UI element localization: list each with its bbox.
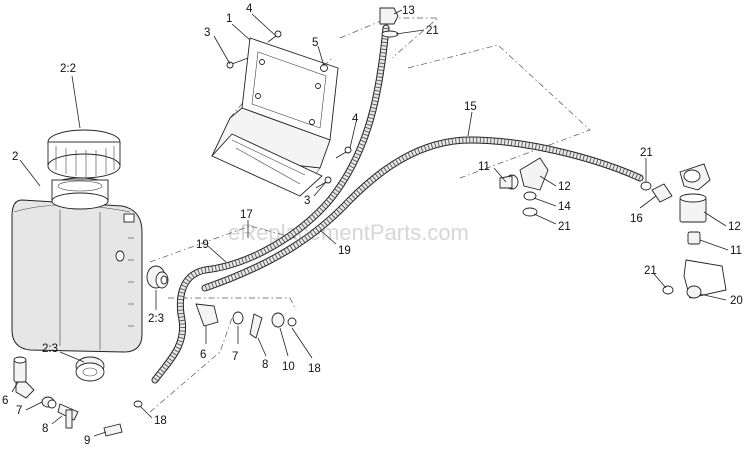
center-fittings <box>195 303 297 339</box>
bracket-screws <box>226 30 352 189</box>
callout-7-left: 7 <box>16 405 22 417</box>
hose-19-a <box>151 24 390 384</box>
callout-13: 13 <box>402 5 415 17</box>
callout-11-middle: 11 <box>478 161 490 173</box>
callout-6-left: 6 <box>2 395 8 407</box>
callout-9: 9 <box>84 435 90 447</box>
callout-3-top: 3 <box>204 27 210 39</box>
watermark-text: eReplacementParts.com <box>228 220 469 245</box>
callout-5: 5 <box>312 37 318 49</box>
callout-21-right-bottom: 21 <box>644 265 657 277</box>
middle-tee-fitting <box>499 157 549 217</box>
callout-15: 15 <box>464 101 477 113</box>
callout-10: 10 <box>282 361 295 373</box>
callout-11-right: 11 <box>730 245 742 257</box>
callout-18-left: 18 <box>154 415 167 427</box>
assembly-boundary-lines <box>149 17 591 413</box>
fluid-tank <box>11 177 143 353</box>
callout-21-middle: 21 <box>558 221 571 233</box>
callout-12-middle: 12 <box>558 181 571 193</box>
callout-16: 16 <box>630 213 643 225</box>
callout-14: 14 <box>558 201 571 213</box>
callout-2-2: 2:2 <box>60 63 76 75</box>
mounting-bracket <box>211 37 339 197</box>
callout-18-center: 18 <box>308 363 321 375</box>
right-valve-assembly <box>640 163 727 299</box>
leader-lines <box>11 9 729 437</box>
callout-2: 2 <box>12 151 18 163</box>
callout-1: 1 <box>226 13 232 25</box>
callout-6-center: 6 <box>200 349 206 361</box>
callout-labels: 1 2:2 2 3 4 5 4 3 13 21 15 11 12 14 21 2… <box>2 3 743 447</box>
callout-7-center: 7 <box>232 351 238 363</box>
tank-cap <box>47 129 121 179</box>
lower-left-fittings <box>13 356 143 437</box>
callout-17: 17 <box>240 209 253 221</box>
callout-19-right: 19 <box>338 245 351 257</box>
callout-20: 20 <box>730 295 743 307</box>
callout-4-top: 4 <box>246 3 253 15</box>
hose-19-b <box>201 136 644 292</box>
callout-2-3-lower: 2:3 <box>42 343 58 355</box>
callout-12-right: 12 <box>728 221 741 233</box>
callout-21-right-top: 21 <box>640 147 653 159</box>
callout-2-3-upper: 2:3 <box>148 313 164 325</box>
callout-3-bottom: 3 <box>304 195 310 207</box>
top-elbow-fitting <box>379 7 399 38</box>
callout-19-left: 19 <box>196 239 209 251</box>
callout-4-right: 4 <box>352 113 359 125</box>
callout-8-left: 8 <box>42 423 48 435</box>
callout-21-top: 21 <box>426 25 439 37</box>
callout-8-center: 8 <box>262 359 268 371</box>
tank-fitting-upper <box>146 265 169 289</box>
